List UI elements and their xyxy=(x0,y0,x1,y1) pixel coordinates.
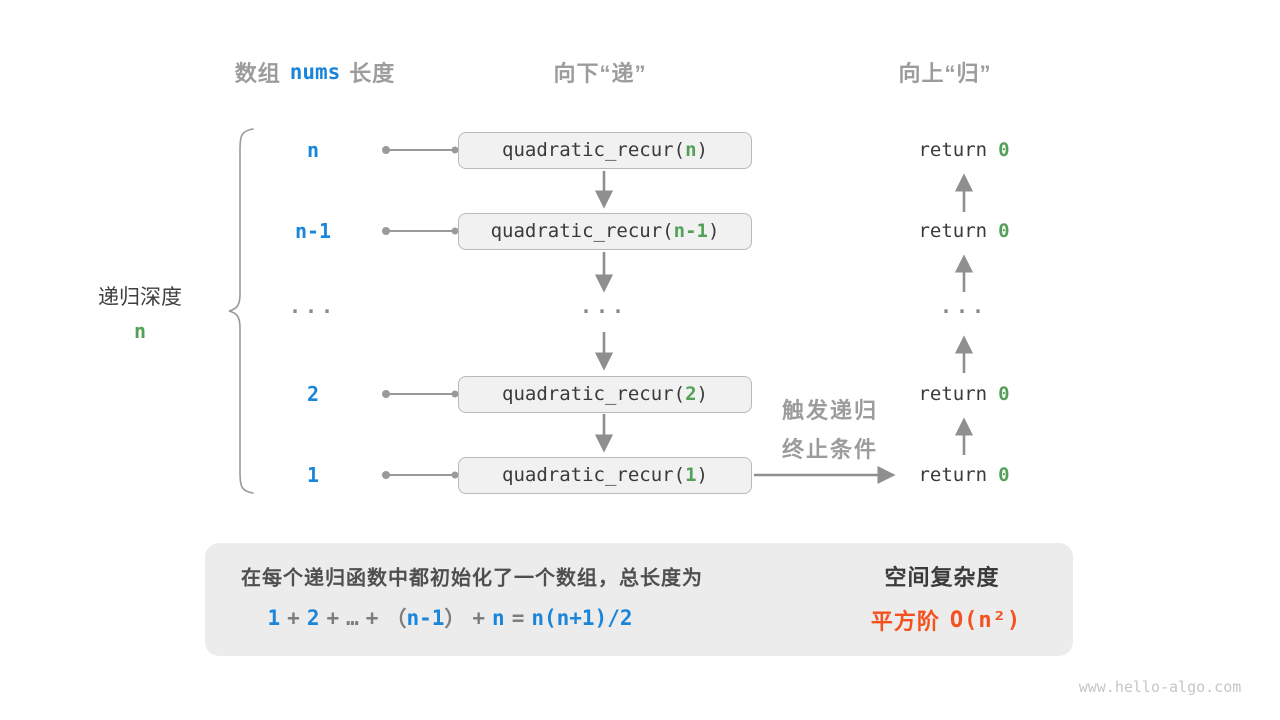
return-keyword: return xyxy=(918,383,988,405)
formula-operator: + xyxy=(365,606,379,630)
summary-formula: 1 + 2 + … + （ n-1 ） + n = n(n+1)/2 xyxy=(268,603,633,633)
formula-operator: + xyxy=(472,606,486,630)
call-paren: ) xyxy=(696,383,708,405)
call-text: quadratic_recur( xyxy=(490,220,674,242)
call-box-1: quadratic_recur(1) xyxy=(458,456,752,494)
formula-operator: + xyxy=(287,606,300,630)
call-box-n: quadratic_recur(n) xyxy=(458,131,752,169)
space-complexity-order: 平方阶 xyxy=(870,609,940,634)
call-text: quadratic_recur( xyxy=(502,139,686,161)
return-row-1: return 0 xyxy=(918,464,1009,486)
call-ellipsis: ... xyxy=(579,294,629,318)
formula-term: n xyxy=(492,606,505,630)
call-arg: 1 xyxy=(685,464,697,486)
call-text: quadratic_recur( xyxy=(502,464,686,486)
return-row-2: return 0 xyxy=(918,383,1009,405)
formula-term: 2 xyxy=(306,606,320,630)
formula-equals: = xyxy=(511,606,525,630)
connector-row-1 xyxy=(382,471,459,479)
call-paren: ) xyxy=(696,464,708,486)
header-downward-recurse: 向下“递” xyxy=(553,61,647,86)
call-box-2: quadratic_recur(2) xyxy=(458,375,752,413)
space-complexity-bigo: O(n²) xyxy=(949,607,1022,633)
return-value: 0 xyxy=(998,220,1010,242)
return-keyword: return xyxy=(918,139,988,161)
space-complexity-value: 平方阶 O(n²) xyxy=(871,604,1021,636)
base-case-annotation-line2: 终止条件 xyxy=(781,437,879,462)
space-complexity-title: 空间复杂度 xyxy=(884,565,1000,590)
call-text: quadratic_recur( xyxy=(502,383,686,405)
return-value: 0 xyxy=(998,464,1010,486)
return-keyword: return xyxy=(918,464,988,486)
call-arg: n-1 xyxy=(673,220,708,242)
return-row-n: return 0 xyxy=(918,139,1009,161)
recursion-depth-label: 递归深度 xyxy=(98,286,182,309)
watermark: www.hello-algo.com xyxy=(1078,678,1242,696)
summary-panel xyxy=(205,543,1073,656)
connector-row-n-1 xyxy=(382,227,459,235)
header-array-length: 数组 nums 长度 xyxy=(235,56,396,88)
base-case-annotation-line1: 触发递归 xyxy=(781,398,879,423)
formula-operator: + xyxy=(326,606,340,630)
call-paren: ) xyxy=(707,220,720,242)
length-label-1: 1 xyxy=(306,463,320,487)
call-arg: n xyxy=(685,139,697,161)
recursion-depth-value: n xyxy=(133,319,147,343)
call-arg: 2 xyxy=(685,383,697,405)
return-ellipsis: ... xyxy=(939,294,989,318)
formula-term: 1 xyxy=(267,606,281,630)
length-label-n-1: n-1 xyxy=(294,219,332,243)
length-ellipsis: ... xyxy=(288,294,338,318)
recursion-depth-brace xyxy=(228,128,254,494)
connector-row-n xyxy=(382,146,459,154)
formula-term: n-1 xyxy=(406,606,445,630)
call-box-n-1: quadratic_recur(n-1) xyxy=(458,212,752,250)
return-keyword: return xyxy=(918,220,988,242)
length-label-n: n xyxy=(306,138,320,162)
header-upward-return: 向上“归” xyxy=(898,61,992,86)
header-array-suffix: 长度 xyxy=(349,61,396,86)
header-nums-code: nums xyxy=(289,60,341,84)
formula-paren-close: ） xyxy=(444,607,466,631)
header-array-prefix: 数组 xyxy=(234,61,281,86)
length-label-2: 2 xyxy=(306,382,320,406)
formula-result: n(n+1)/2 xyxy=(531,606,633,630)
connector-row-2 xyxy=(382,390,459,398)
return-row-n-1: return 0 xyxy=(918,220,1009,242)
return-value: 0 xyxy=(998,383,1010,405)
formula-ellipsis: … xyxy=(346,606,359,630)
summary-description: 在每个递归函数中都初始化了一个数组，总长度为 xyxy=(241,567,703,590)
formula-paren-open: （ xyxy=(385,607,407,631)
call-paren: ) xyxy=(696,139,708,161)
return-value: 0 xyxy=(998,139,1010,161)
